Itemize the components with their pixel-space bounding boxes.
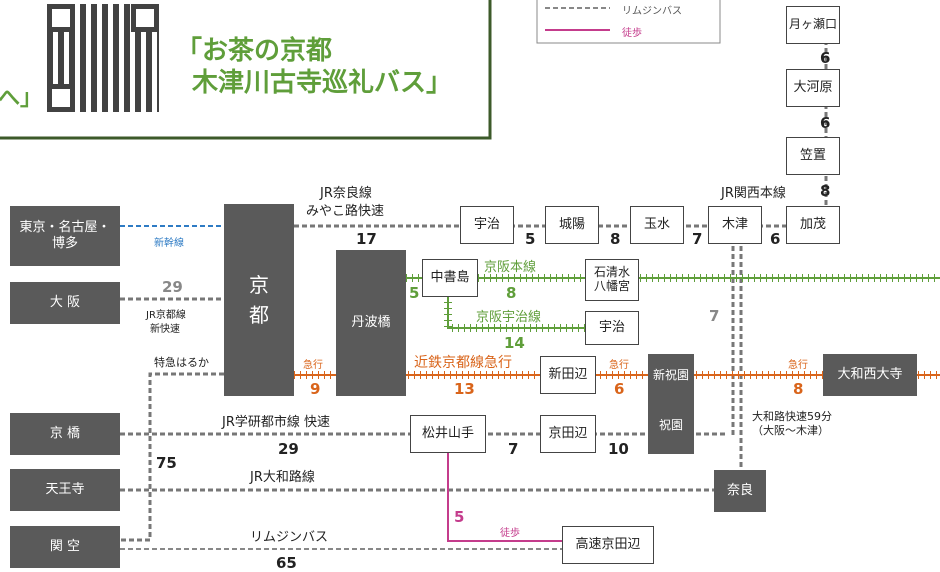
time-matsui-kyotanabe: 7 (508, 440, 519, 458)
station-uji-keihan[interactable]: 宇治 (585, 311, 639, 345)
label-shinkansen: 新幹線 (154, 238, 184, 249)
label-express-1: 急行 (303, 360, 323, 371)
label-yamatoji-rapid: 大和路快速59分 （大阪～木津） (752, 410, 832, 438)
banner-left-fragment: へ」 (0, 86, 43, 111)
time-okawara-tsukigase: 6 (820, 49, 831, 67)
label-yamatoji: JR大和路線 (250, 470, 315, 485)
time-kintetsu-tanabe: 13 (454, 380, 475, 398)
station-joyo[interactable]: 城陽 (545, 206, 599, 244)
label-haruka: 特急はるか (154, 356, 209, 369)
qr-code[interactable] (47, 4, 159, 112)
origin-tennoji[interactable]: 天王寺 (10, 469, 120, 511)
station-matsuiyamate[interactable]: 松井山手 (410, 415, 486, 453)
origin-kanku[interactable]: 関 空 (10, 526, 120, 568)
label-express-2: 急行 (609, 360, 629, 371)
label-jr-nara-1: JR奈良線 (320, 186, 372, 201)
label-keihan-main: 京阪本線 (484, 260, 537, 275)
origin-tokyo[interactable]: 東京・名古屋・ 博多 (10, 206, 120, 266)
time-kizu-kamo: 6 (770, 230, 781, 248)
hub-hosono[interactable]: 祝園 (648, 396, 694, 454)
label-jr-nara-2: みやこ路快速 (306, 204, 385, 219)
station-tsukigase[interactable]: 月ヶ瀬口 (786, 6, 840, 44)
station-shintanabe[interactable]: 新田辺 (540, 356, 596, 394)
time-tamba-chusho: 5 (409, 284, 420, 302)
station-tamamizu[interactable]: 玉水 (630, 206, 684, 244)
label-express-3: 急行 (788, 360, 808, 371)
time-uji-joyo: 5 (525, 230, 536, 248)
time-kintetsu-tamba: 9 (310, 380, 321, 398)
time-shinhosono-saidaiji: 8 (793, 380, 804, 398)
time-walk: 5 (454, 508, 465, 526)
station-okawara[interactable]: 大河原 (786, 69, 840, 107)
origin-osaka[interactable]: 大 阪 (10, 282, 120, 324)
time-limousine: 65 (276, 554, 297, 572)
time-gakken-matsui: 29 (278, 440, 299, 458)
time-keihan-uji: 14 (504, 334, 525, 352)
label-keihan-uji: 京阪宇治線 (476, 310, 542, 325)
station-kyotanabe[interactable]: 京田辺 (540, 415, 596, 453)
station-kamo[interactable]: 加茂 (786, 206, 840, 244)
label-limousine: リムジンバス (250, 530, 329, 545)
time-tamamizu-kizu: 7 (692, 230, 703, 248)
label-kintetsu: 近鉄京都線急行 (414, 355, 512, 371)
station-uji-jr[interactable]: 宇治 (460, 206, 514, 244)
time-jr-kyoto: 29 (162, 278, 183, 296)
time-haruka: 75 (156, 454, 177, 472)
hub-tambabashi[interactable]: 丹波橋 (336, 250, 406, 396)
time-jr-nara: 17 (356, 230, 377, 248)
hub-kyoto[interactable]: 京 都 (224, 204, 294, 396)
label-jr-kansai: JR関西本線 (721, 186, 786, 201)
time-tanabe-shinhosono: 6 (614, 380, 625, 398)
legend-limousine: リムジンバス (622, 6, 682, 17)
hub-shinhosono[interactable]: 新祝園 (648, 354, 694, 396)
time-kizu-vertical: 7 (709, 307, 720, 325)
label-gakkentoshi: JR学研都市線 快速 (222, 415, 330, 430)
hub-yamatosaidaiji[interactable]: 大和西大寺 (823, 354, 917, 396)
station-kasagi[interactable]: 笠置 (786, 137, 840, 175)
hub-nara[interactable]: 奈良 (714, 470, 766, 512)
label-jr-kyoto-2: 新快速 (150, 324, 180, 335)
label-walk: 徒歩 (500, 528, 520, 539)
station-iwashimizu[interactable]: 石清水 八幡宮 (585, 259, 639, 301)
label-jr-kyoto-1: JR京都線 (146, 310, 186, 321)
time-joyo-tamamizu: 8 (610, 230, 621, 248)
legend-walk: 徒歩 (622, 28, 642, 39)
time-kamo-kasagi: 8 (820, 182, 831, 200)
station-chushojima[interactable]: 中書島 (422, 259, 478, 297)
banner-title-line1: 「お茶の京都 (176, 36, 333, 66)
time-kasagi-okawara: 6 (820, 114, 831, 132)
banner-title-line2: 木津川古寺巡礼バス」 (192, 68, 453, 98)
station-kizu[interactable]: 木津 (708, 206, 762, 244)
time-kyotanabe-hosono: 10 (608, 440, 629, 458)
origin-kyobashi[interactable]: 京 橋 (10, 413, 120, 455)
station-kosoku-kyotanabe[interactable]: 高速京田辺 (562, 526, 654, 564)
time-chusho-iwashimizu: 8 (506, 284, 517, 302)
